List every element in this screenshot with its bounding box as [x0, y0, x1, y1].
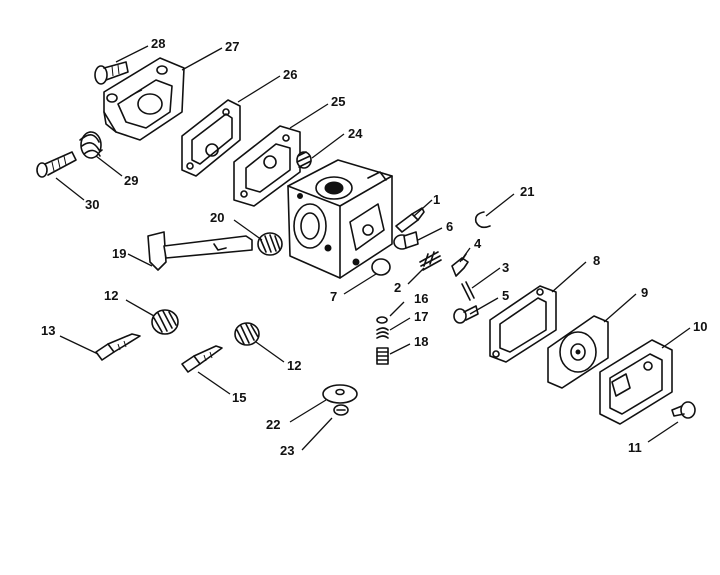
- callout-19: 19: [112, 246, 126, 261]
- part-2-spring: [419, 251, 442, 271]
- part-28-screw: [94, 61, 129, 85]
- callout-4: 4: [474, 236, 482, 251]
- part-4-lever: [451, 253, 469, 277]
- callout-18: 18: [414, 334, 428, 349]
- part-17-spring: [376, 327, 389, 339]
- callout-10: 10: [693, 319, 707, 334]
- callout-7: 7: [330, 289, 337, 304]
- callout-23: 23: [280, 443, 294, 458]
- part-24-plug: [296, 151, 312, 169]
- part-26-gasket: [181, 99, 241, 177]
- part-25-gasket: [233, 125, 301, 207]
- carburetor-body: [287, 159, 393, 279]
- part-3-pin: [461, 281, 475, 301]
- callout-29: 29: [124, 173, 138, 188]
- callout-22: 22: [266, 417, 280, 432]
- part-13-needle: [95, 333, 141, 361]
- part-30-screw: [36, 151, 77, 178]
- callout-8: 8: [593, 253, 600, 268]
- part-21-clip: [474, 211, 491, 229]
- callout-28: 28: [151, 36, 165, 51]
- callout-9: 9: [641, 285, 648, 300]
- part-16-washer: [376, 316, 388, 324]
- callout-13: 13: [41, 323, 55, 338]
- part-5-screw: [453, 305, 479, 324]
- part-9-diaphragm: [547, 315, 609, 389]
- callout-12-right: 12: [287, 358, 301, 373]
- part-29-spring: [79, 131, 103, 159]
- callout-26: 26: [283, 67, 297, 82]
- callout-27: 27: [225, 39, 239, 54]
- part-11-screw: [671, 401, 696, 419]
- callout-5: 5: [502, 288, 509, 303]
- callout-12-left: 12: [104, 288, 118, 303]
- callout-21: 21: [520, 184, 534, 199]
- callout-20: 20: [210, 210, 224, 225]
- part-18-spring: [376, 347, 389, 365]
- callout-11: 11: [628, 440, 642, 455]
- part-6-fitting: [393, 231, 419, 250]
- callout-25: 25: [331, 94, 345, 109]
- part-19-shaft: [147, 231, 253, 271]
- part-8-gasket: [489, 285, 557, 363]
- part-22-disc: [322, 384, 358, 404]
- part-10-cover: [599, 339, 673, 425]
- part-1-needle: [395, 207, 425, 233]
- part-27-cover: [103, 57, 185, 141]
- callout-15: 15: [232, 390, 246, 405]
- callout-labels: 1 2 3 4 5 6 7 8 9 10 11 12 12 13 15 16 1…: [41, 36, 707, 458]
- callout-16: 16: [414, 291, 428, 306]
- part-7-disc: [371, 258, 391, 276]
- callout-17: 17: [414, 309, 428, 324]
- callout-2: 2: [394, 280, 401, 295]
- callout-1: 1: [433, 192, 440, 207]
- callout-6: 6: [446, 219, 453, 234]
- part-20-spring: [257, 232, 283, 256]
- part-15-needle: [181, 345, 223, 373]
- callout-24: 24: [348, 126, 363, 141]
- leader-lines: [55, 45, 691, 451]
- callout-30: 30: [85, 197, 99, 212]
- part-12-spring-left: [151, 309, 179, 335]
- part-23-screw: [333, 404, 349, 416]
- part-12-spring-right: [234, 322, 260, 346]
- callout-3: 3: [502, 260, 509, 275]
